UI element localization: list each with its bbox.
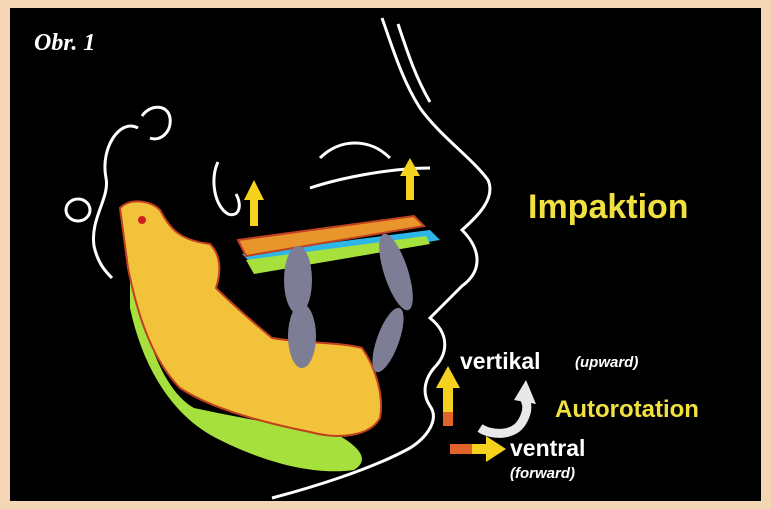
upward-label: (upward) (575, 354, 638, 371)
ventral-label: ventral (510, 435, 585, 462)
rotation-arrow-icon (480, 380, 536, 433)
lower-molar (288, 304, 316, 368)
orbit-line (214, 162, 239, 215)
vertikal-label: vertikal (460, 348, 541, 375)
forward-label: (forward) (510, 465, 575, 482)
figure-label: Obr. 1 (34, 30, 95, 57)
upper-molar (284, 246, 312, 314)
up-arrow-icon (400, 158, 420, 200)
condyle-point (138, 216, 146, 224)
up-arrow-icon (436, 366, 460, 426)
autorotation-label: Autorotation (555, 396, 699, 424)
ear-ring (66, 199, 90, 221)
up-arrow-icon (244, 180, 264, 226)
ear-hook (142, 107, 170, 139)
diagram-frame: Obr. 1 Impaktion vertikal (upward) Autor… (10, 8, 761, 501)
nose-line (398, 24, 430, 102)
impaktion-label: Impaktion (528, 188, 689, 227)
eye-arc (320, 143, 390, 158)
forward-arrow-icon (450, 436, 506, 462)
jaw-illustration (10, 8, 761, 501)
